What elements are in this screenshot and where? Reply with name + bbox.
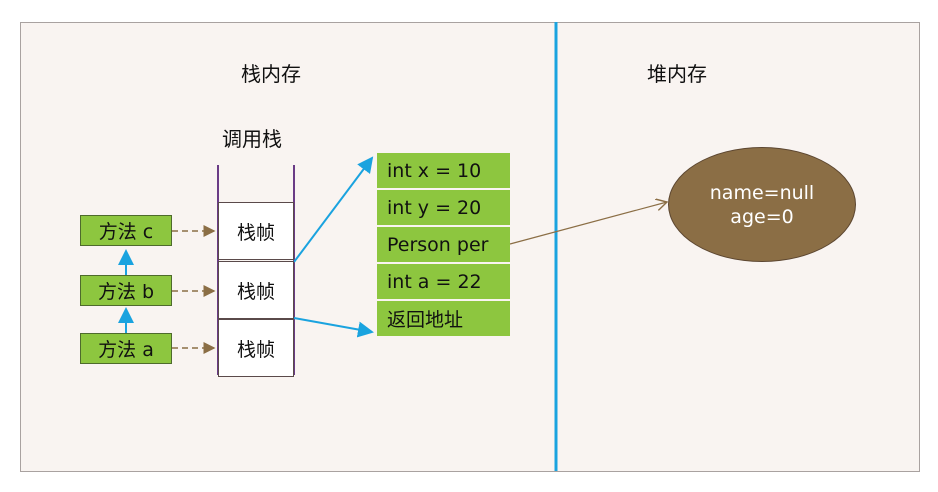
heap-object: name=null age=0 [668, 147, 856, 262]
method-c-box: 方法 c [80, 215, 172, 246]
reference-arrow [509, 202, 667, 245]
frame-cell-person-per: Person per [377, 227, 510, 262]
call-stack-title: 调用栈 [222, 127, 282, 151]
frame-cell-return-address: 返回地址 [377, 301, 510, 336]
frame-cell-int-x: int x = 10 [377, 153, 510, 188]
stack-memory-title: 栈内存 [241, 62, 301, 86]
stack-frame-top: 栈帧 [218, 202, 294, 260]
heap-object-name-field: name=null [709, 181, 815, 204]
frame-cell-int-a: int a = 22 [377, 264, 510, 299]
stack-frame-middle: 栈帧 [218, 261, 294, 319]
method-b-box: 方法 b [80, 275, 172, 306]
method-a-box: 方法 a [80, 333, 172, 364]
frame-expand-bottom-line [293, 317, 374, 338]
frame-cell-int-y: int y = 20 [377, 190, 510, 225]
frame-expand-top-line [293, 156, 374, 263]
heap-object-age-field: age=0 [730, 205, 794, 228]
heap-memory-title: 堆内存 [647, 62, 707, 86]
stack-frame-bottom: 栈帧 [218, 319, 294, 377]
